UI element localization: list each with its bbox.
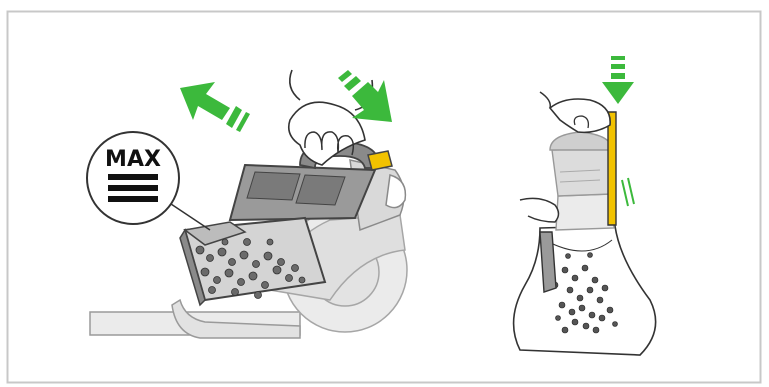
release-catch — [368, 151, 392, 170]
max-line — [108, 174, 158, 180]
release-button — [608, 112, 616, 225]
max-label: MAX — [105, 147, 161, 172]
